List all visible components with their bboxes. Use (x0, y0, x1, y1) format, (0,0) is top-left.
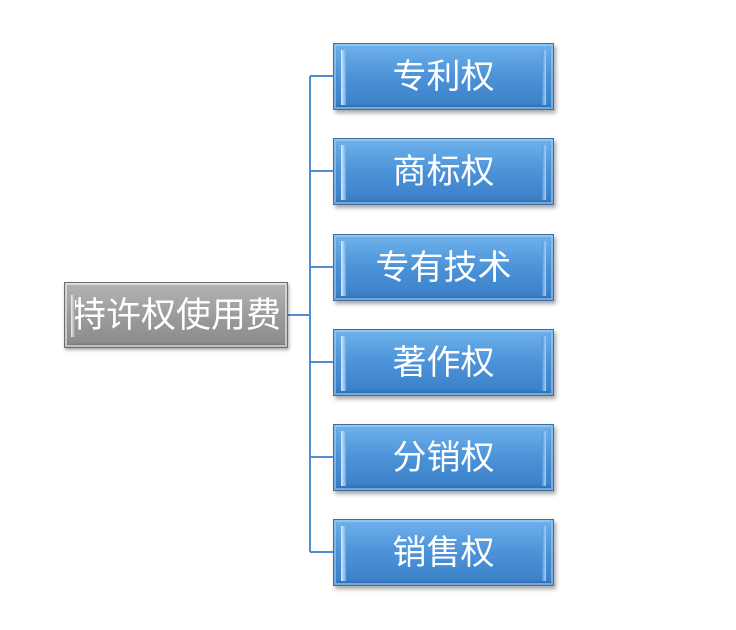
child-node-label: 专利权 (392, 57, 495, 97)
child-node-trademark: 商标权 (333, 138, 554, 205)
child-node-distribution: 分销权 (333, 424, 554, 491)
child-node-patent: 专利权 (333, 43, 554, 110)
child-node-label: 分销权 (392, 438, 495, 478)
child-node-know-how: 专有技术 (333, 234, 554, 301)
child-node-label: 著作权 (392, 343, 495, 383)
child-node-label: 商标权 (392, 152, 495, 192)
child-node-label: 销售权 (392, 533, 495, 573)
root-node-label: 特许权使用费 (70, 296, 281, 336)
root-node: 特许权使用费 (64, 282, 288, 348)
child-node-sales: 销售权 (333, 519, 554, 586)
child-node-label: 专有技术 (375, 248, 512, 288)
child-node-copyright: 著作权 (333, 329, 554, 396)
